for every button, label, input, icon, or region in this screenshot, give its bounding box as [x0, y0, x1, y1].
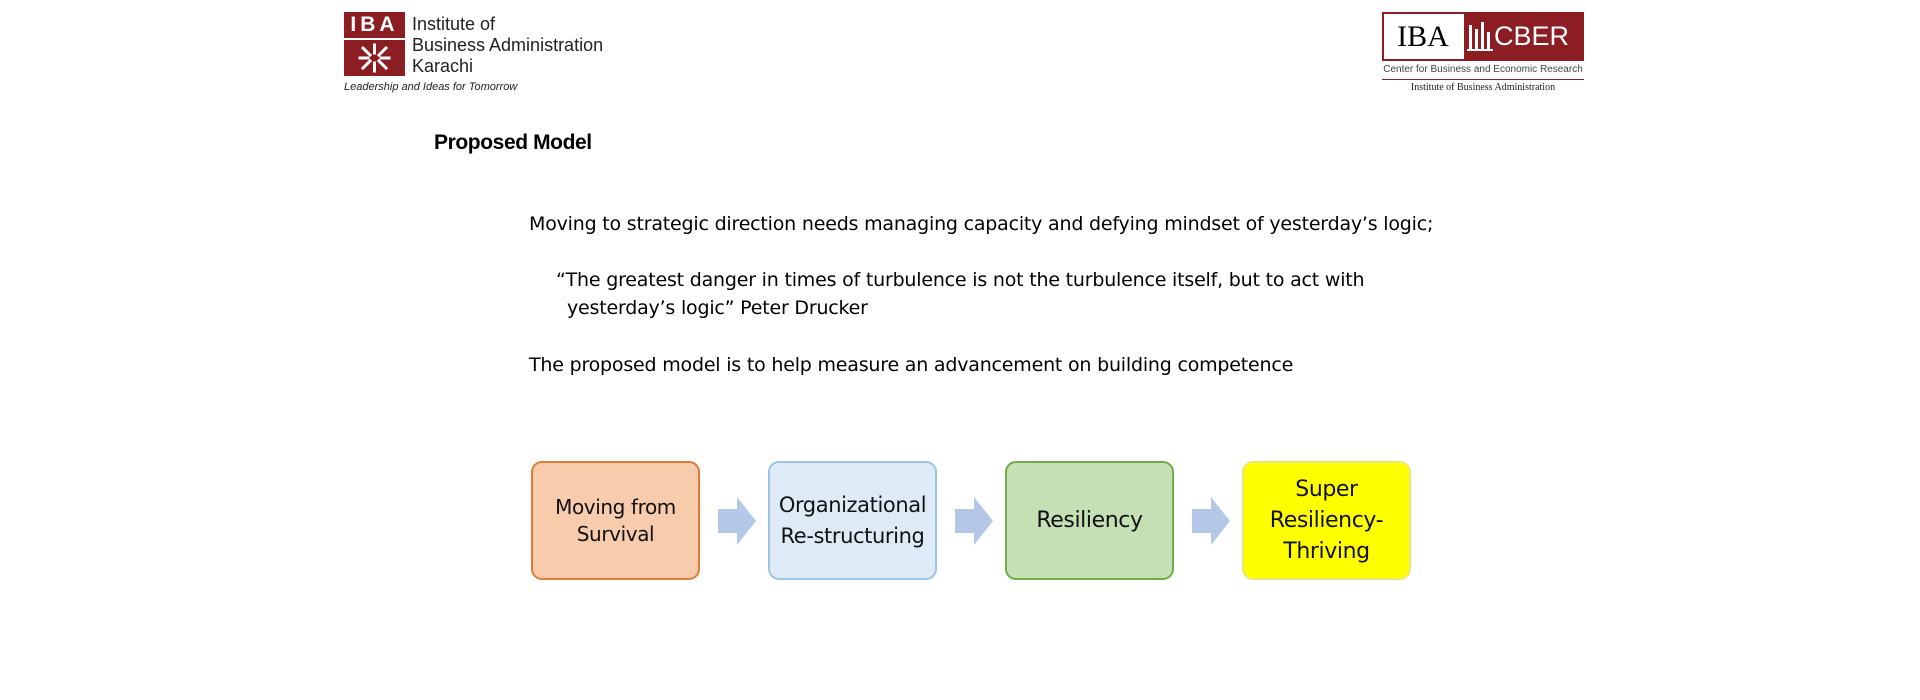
iba-name-line-2: Business Administration: [412, 35, 604, 55]
step-moving-from-survival: Moving from Survival: [531, 461, 700, 580]
step-3-line-1: Resiliency: [1036, 508, 1143, 533]
cber-iba-text: IBA: [1397, 20, 1449, 53]
cber-building-icon: [1467, 22, 1493, 51]
cber-logo: IBA CBER Center for Business and Economi…: [1382, 12, 1584, 98]
page-title: Proposed Model: [434, 131, 592, 154]
quote-line-1: “The greatest danger in times of turbule…: [556, 269, 1365, 291]
right-arrow-icon: [718, 497, 756, 545]
cber-caption: Center for Business and Economic Researc…: [1383, 64, 1583, 75]
drucker-quote: “The greatest danger in times of turbule…: [556, 266, 1365, 322]
intro-text: Moving to strategic direction needs mana…: [529, 213, 1434, 235]
cber-caption-institute: Institute of Business Administration: [1410, 82, 1556, 93]
step-super-resiliency-thriving: Super Resiliency- Thriving: [1242, 461, 1411, 580]
step-4-line-2: Resiliency-: [1269, 508, 1384, 533]
iba-logo: IBA Institute of Business Administration…: [344, 12, 604, 98]
iba-name-line-3: Karachi: [412, 56, 474, 76]
iba-mark-text: IBA: [344, 12, 405, 38]
cber-red-panel: CBER: [1464, 14, 1582, 59]
right-arrow-icon: [1192, 497, 1230, 545]
step-1-line-2: Survival: [576, 521, 655, 546]
iba-institute-name: Institute of Business Administration Kar…: [412, 14, 603, 77]
step-organizational-restructuring: Organizational Re-structuring: [768, 461, 937, 580]
iba-mark: IBA: [344, 12, 405, 76]
step-4-line-3: Thriving: [1283, 539, 1370, 564]
proposal-text: The proposed model is to help measure an…: [529, 354, 1294, 376]
cber-name-text: CBER: [1494, 21, 1570, 51]
cber-logo-box: IBA CBER: [1382, 12, 1584, 61]
iba-emblem-icon: [344, 40, 405, 76]
iba-name-line-1: Institute of: [412, 14, 496, 34]
right-arrow-icon: [955, 497, 993, 545]
step-2-line-1: Organizational: [778, 492, 927, 517]
step-4-line-1: Super: [1295, 477, 1358, 502]
model-flow-diagram: Moving from Survival Organizational Re-s…: [531, 461, 1411, 583]
cber-divider: [1382, 79, 1584, 80]
iba-tagline: Leadership and Ideas for Tomorrow: [344, 81, 518, 93]
step-2-line-2: Re-structuring: [780, 523, 925, 548]
step-resiliency: Resiliency: [1005, 461, 1174, 580]
quote-line-2: yesterday’s logic” Peter Drucker: [567, 297, 868, 319]
step-1-line-1: Moving from: [555, 494, 676, 519]
